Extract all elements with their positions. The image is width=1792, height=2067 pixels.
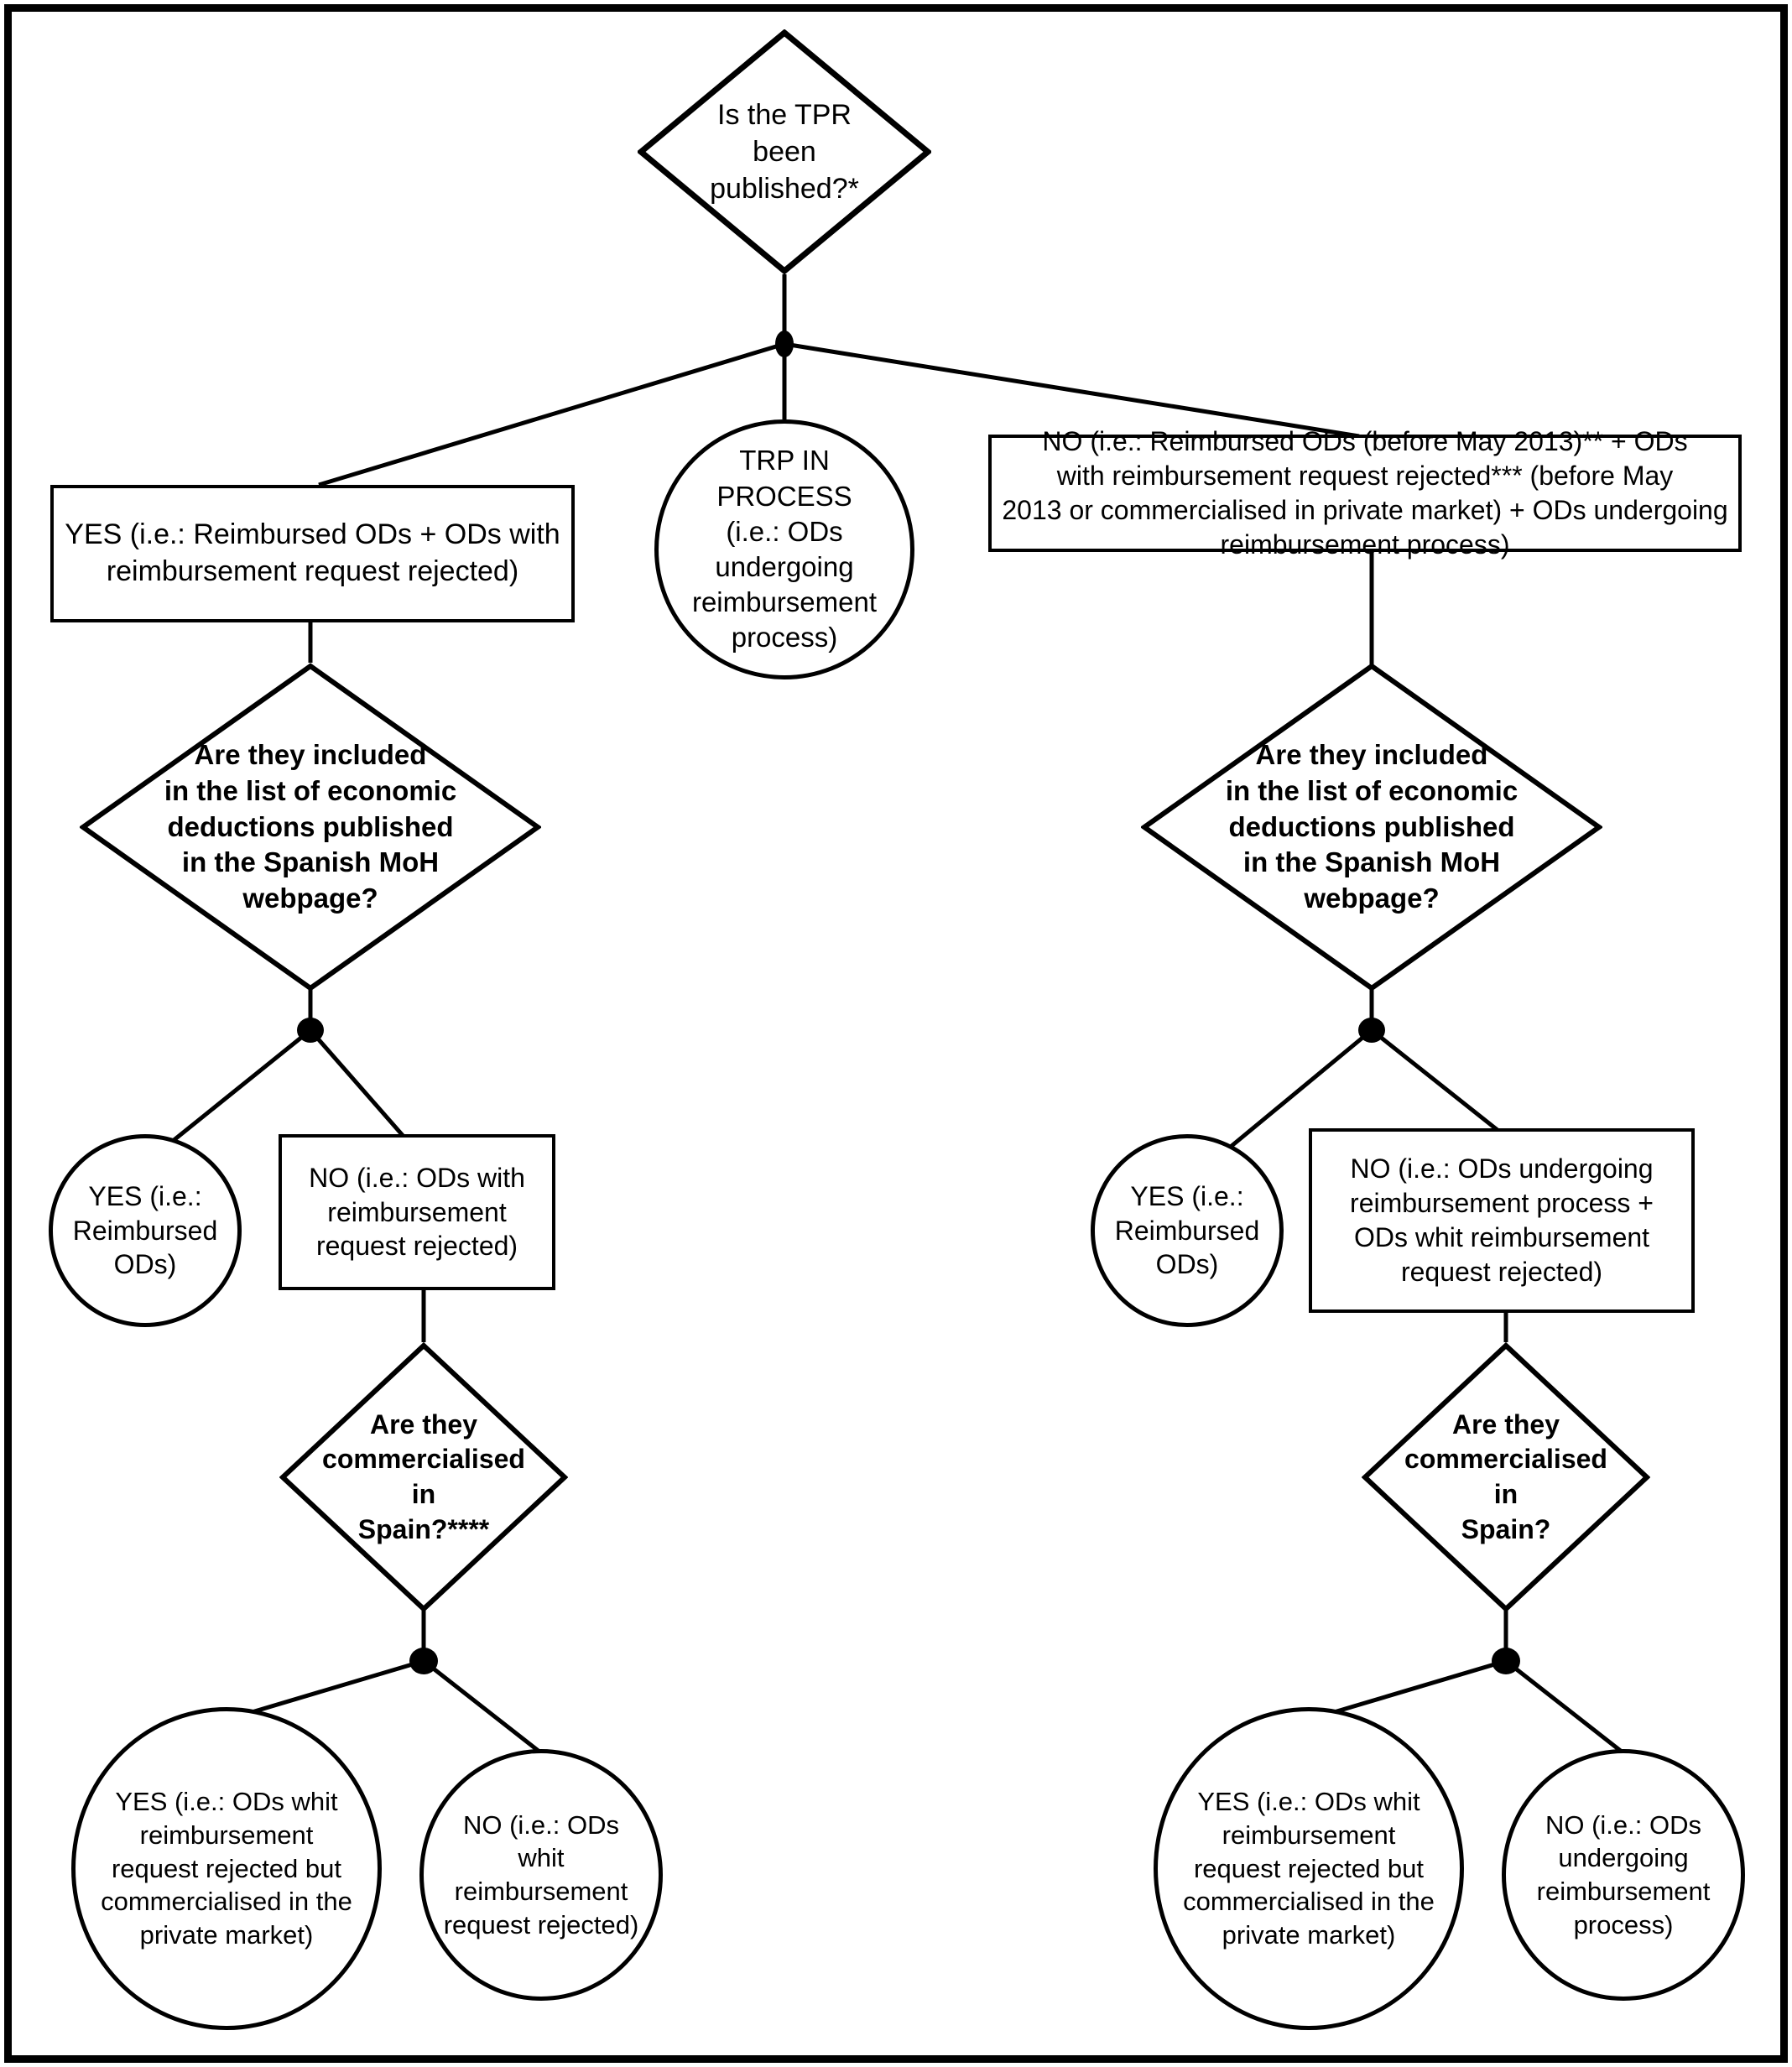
outcome-no-undergoing-right[interactable]: NO (i.e.: ODs undergoing reimbursement p… bbox=[1502, 1749, 1745, 2001]
outcome-no-rejected-left[interactable]: NO (i.e.: ODs whit reimbursement request… bbox=[419, 1749, 663, 2001]
junction-dot-right-bottom bbox=[1492, 1648, 1520, 1674]
outcome-yes-reimbursed-right[interactable]: YES (i.e.: Reimbursed ODs) bbox=[1091, 1134, 1284, 1327]
outcome-yes-private-market-left-label: YES (i.e.: ODs whit reimbursement reques… bbox=[101, 1787, 352, 1950]
branch-no-published-label: NO (i.e.: Reimbursed ODs (before May 201… bbox=[1002, 426, 1728, 560]
edge-left-junction3-to-yes-out bbox=[226, 1658, 425, 1722]
junction-dot-left-bottom bbox=[409, 1648, 438, 1674]
edge-right-junction-to-no-box bbox=[1370, 1028, 1508, 1138]
outcome-no-rejected-left-label: NO (i.e.: ODs whit reimbursement request… bbox=[443, 1809, 639, 1939]
decision-commercialised-right[interactable]: Are they commercialised in Spain? bbox=[1362, 1342, 1650, 1612]
decision-tpr-published[interactable]: Is the TPR been published?* bbox=[638, 29, 931, 274]
edge-right-junction3-to-yes-out bbox=[1308, 1658, 1507, 1722]
decision-economic-deductions-left-label: Are they included in the list of economi… bbox=[164, 738, 457, 914]
junction-dot-top bbox=[775, 331, 794, 357]
decision-economic-deductions-right[interactable]: Are they included in the list of economi… bbox=[1141, 663, 1602, 992]
branch-no-undergoing-right-box[interactable]: NO (i.e.: ODs undergoing reimbursement p… bbox=[1309, 1128, 1695, 1313]
outcome-no-undergoing-right-label: NO (i.e.: ODs undergoing reimbursement p… bbox=[1536, 1809, 1711, 1939]
outcome-yes-private-market-left[interactable]: YES (i.e.: ODs whit reimbursement reques… bbox=[71, 1707, 382, 2030]
branch-yes-published-label: YES (i.e.: Reimbursed ODs + ODs with rei… bbox=[65, 518, 560, 587]
branch-no-rejected-left-box[interactable]: NO (i.e.: ODs with reimbursement request… bbox=[279, 1134, 555, 1290]
edge-left-junction3-to-no-out bbox=[422, 1659, 545, 1757]
outcome-yes-reimbursed-left[interactable]: YES (i.e.: Reimbursed ODs) bbox=[49, 1134, 242, 1327]
junction-dots bbox=[297, 331, 1520, 1674]
branch-yes-published-box[interactable]: YES (i.e.: Reimbursed ODs + ODs with rei… bbox=[50, 485, 575, 622]
branch-no-undergoing-right-label: NO (i.e.: ODs undergoing reimbursement p… bbox=[1350, 1153, 1654, 1287]
branch-no-published-box[interactable]: NO (i.e.: Reimbursed ODs (before May 201… bbox=[988, 426, 1742, 560]
decision-commercialised-left-label: Are they commercialised in Spain?**** bbox=[322, 1408, 525, 1544]
outcome-yes-reimbursed-left-label: YES (i.e.: Reimbursed ODs) bbox=[72, 1180, 218, 1280]
outcome-trp-in-process[interactable]: TRP IN PROCESS (i.e.: ODs undergoing rei… bbox=[654, 419, 914, 679]
decision-economic-deductions-left[interactable]: Are they included in the list of economi… bbox=[80, 663, 541, 992]
outcome-yes-private-market-right-label: YES (i.e.: ODs whit reimbursement reques… bbox=[1183, 1787, 1435, 1950]
edge-right-junction-to-yes-circle bbox=[1211, 1028, 1373, 1164]
decision-commercialised-left[interactable]: Are they commercialised in Spain?**** bbox=[279, 1342, 568, 1612]
outcome-yes-private-market-right[interactable]: YES (i.e.: ODs whit reimbursement reques… bbox=[1154, 1707, 1464, 2030]
edge-junction-to-yes-box bbox=[318, 341, 785, 487]
branch-no-rejected-left-label: NO (i.e.: ODs with reimbursement request… bbox=[309, 1162, 525, 1262]
junction-dot-left-mid bbox=[297, 1018, 324, 1043]
decision-commercialised-right-label: Are they commercialised in Spain? bbox=[1404, 1408, 1607, 1544]
decision-economic-deductions-right-label: Are they included in the list of economi… bbox=[1225, 738, 1519, 914]
decision-tpr-published-label: Is the TPR been published?* bbox=[710, 98, 859, 206]
outcome-yes-reimbursed-right-label: YES (i.e.: Reimbursed ODs) bbox=[1114, 1180, 1260, 1280]
outcome-trp-in-process-label: TRP IN PROCESS (i.e.: ODs undergoing rei… bbox=[691, 445, 878, 653]
edge-right-junction3-to-no-out bbox=[1504, 1659, 1628, 1757]
junction-dot-right-mid bbox=[1358, 1018, 1385, 1043]
edge-junction-to-no-box bbox=[784, 341, 1360, 439]
